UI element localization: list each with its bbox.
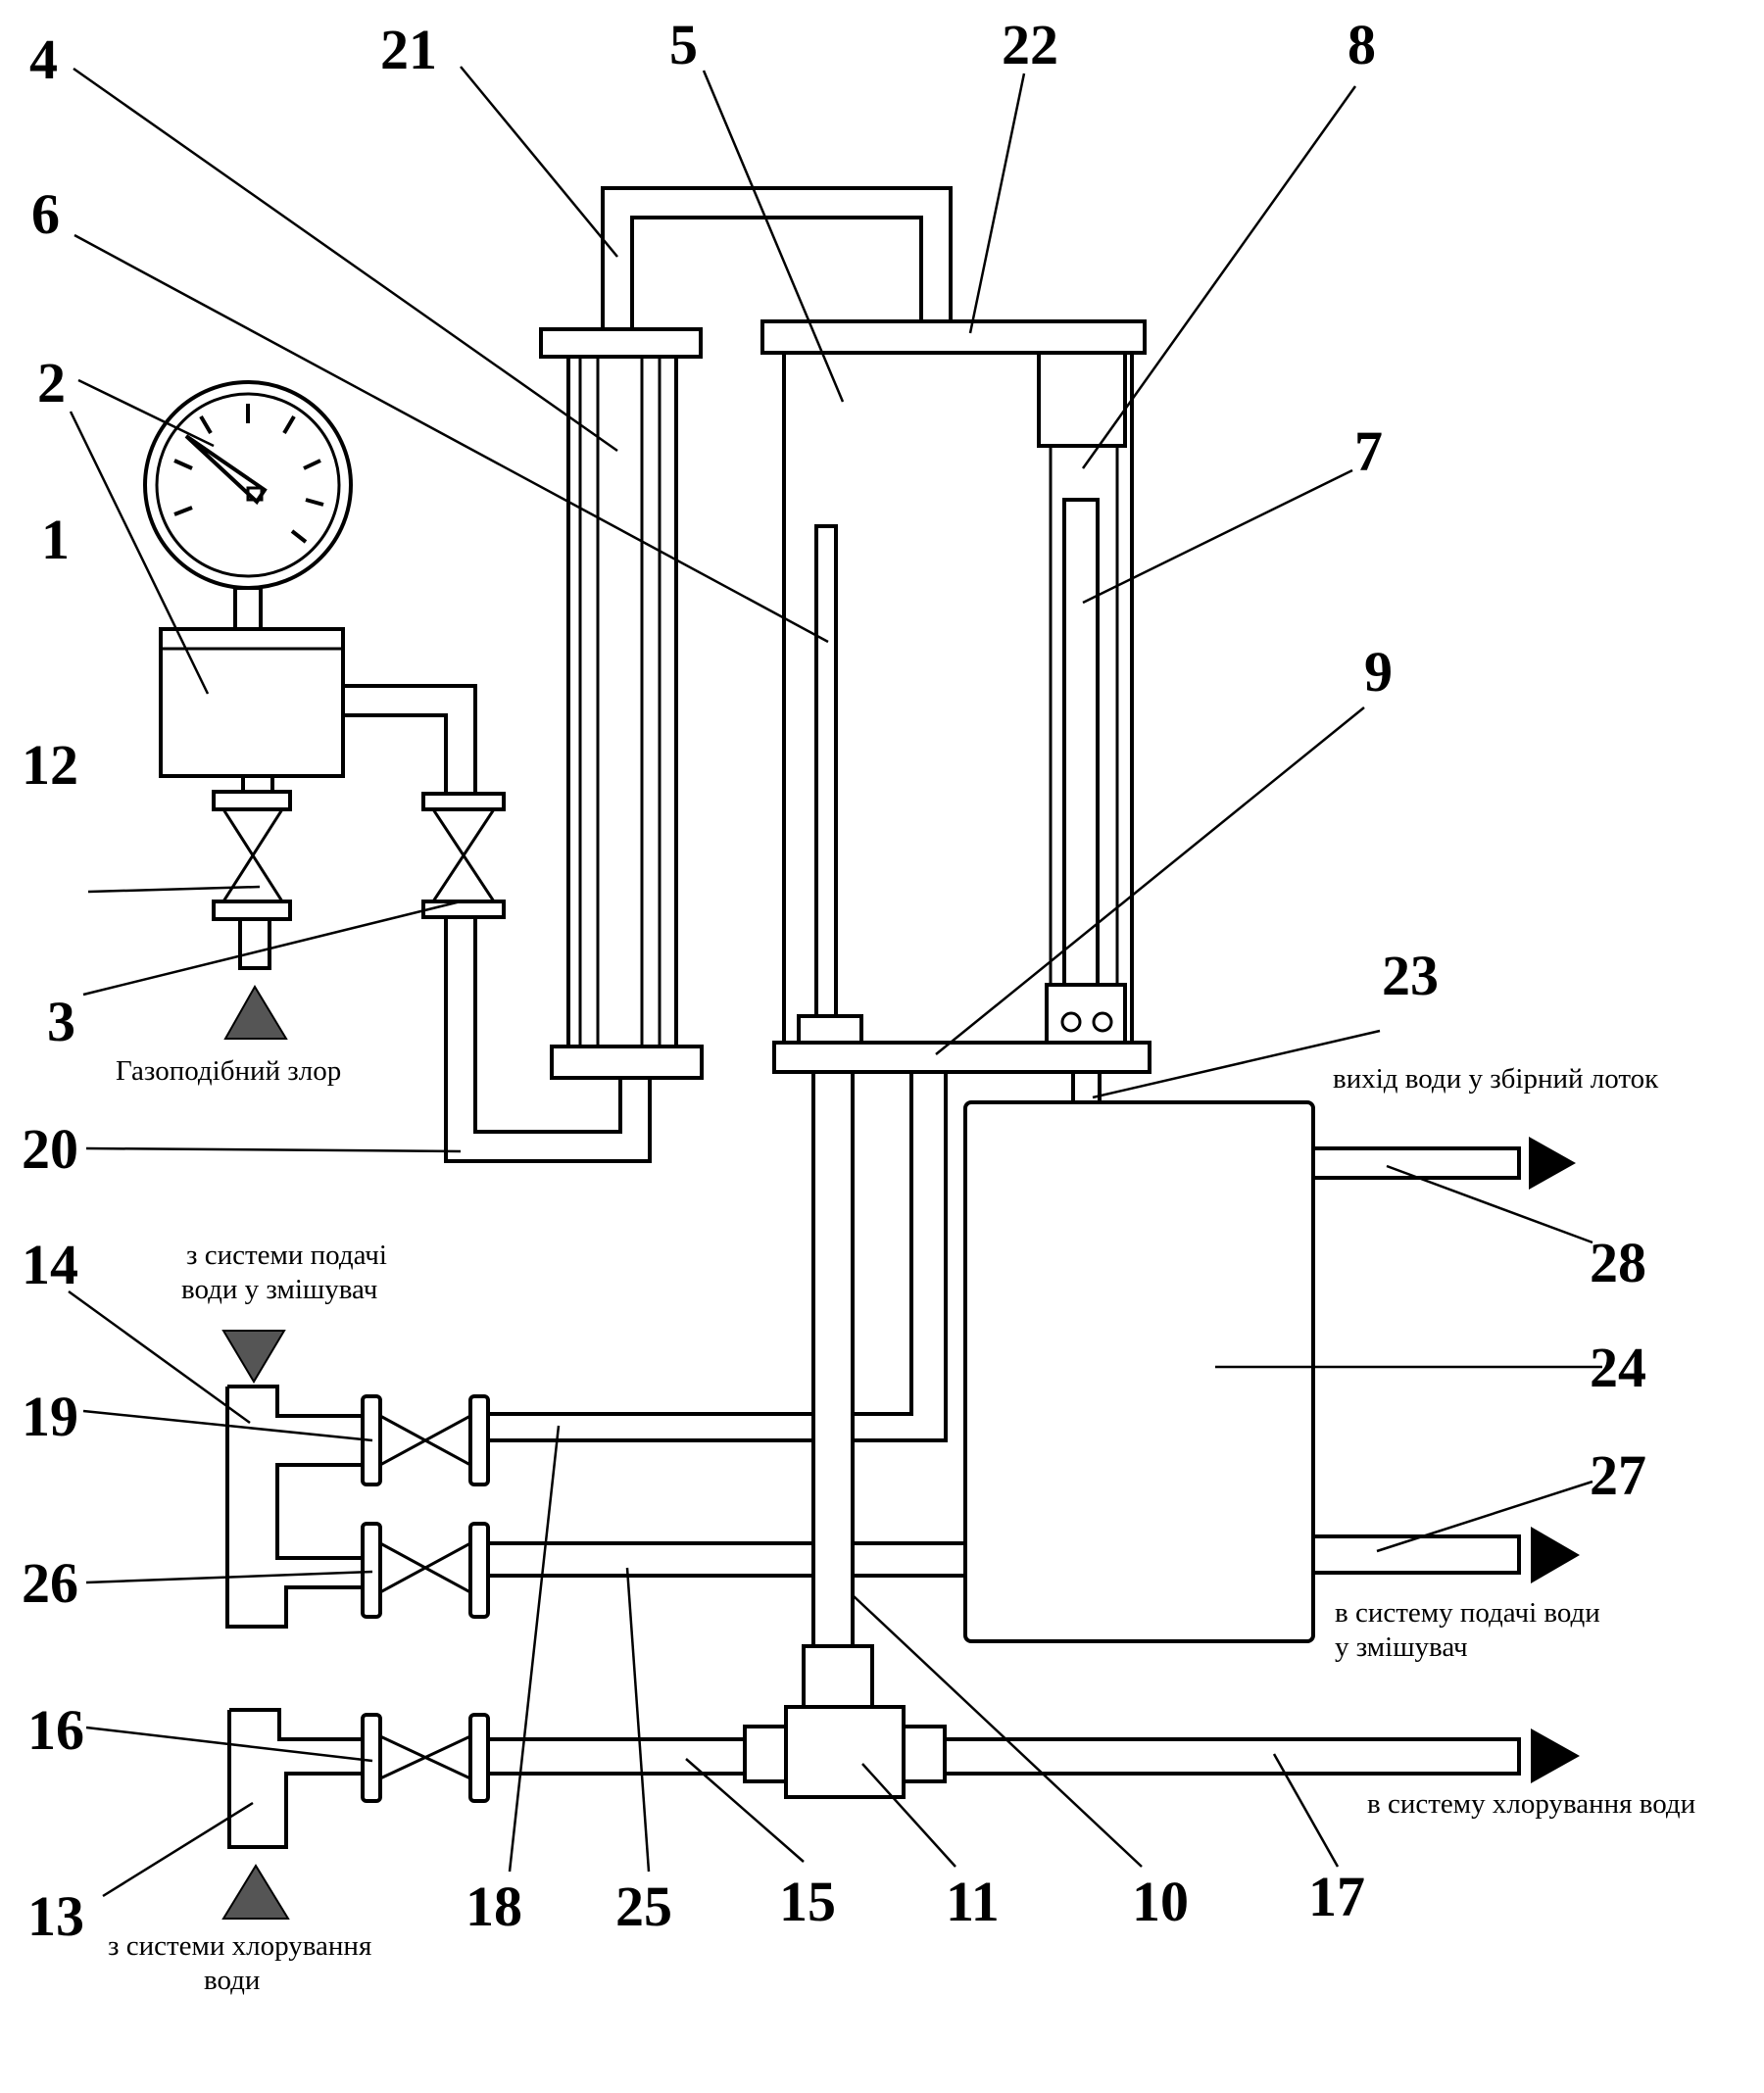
pipe-28 [1313,1146,1521,1180]
valve-26 [361,1522,490,1619]
caption-to-supply-line2: у змішувач [1335,1631,1468,1663]
tee-13 [227,1708,363,1849]
column-4 [539,327,704,1080]
leader-lines [68,66,1602,1898]
number-labels: 1 2 3 4 5 6 7 8 9 10 11 12 13 14 15 16 1… [22,13,1646,1948]
label-9: 9 [1364,640,1393,704]
valve-19 [361,1394,490,1486]
label-16: 16 [27,1698,84,1762]
label-22: 22 [1002,13,1058,76]
vessel-5 [760,319,1152,1074]
caption-to-chlorination: в систему хлорування води [1367,1788,1695,1820]
label-18: 18 [466,1874,522,1938]
label-10: 10 [1132,1870,1189,1933]
pipe-17 [945,1737,1521,1776]
caption-to-supply-line1: в систему подачі води [1335,1597,1600,1629]
label-2: 2 [37,351,66,414]
label-19: 19 [22,1385,78,1448]
label-25: 25 [615,1874,672,1938]
label-12: 12 [22,733,78,797]
captions: Газоподібний злор вихід води у збірний л… [108,1055,1695,1996]
label-11: 11 [946,1870,1000,1933]
tank-24 [963,1100,1315,1643]
label-24: 24 [1590,1336,1646,1399]
chlorination-inlet-triangle [221,1864,290,1920]
caption-from-supply-line2: води у змішувач [181,1274,377,1305]
pipe-21 [601,186,953,329]
label-14: 14 [22,1233,78,1296]
label-8: 8 [1348,13,1376,76]
label-6: 6 [31,182,60,246]
valve-16 [361,1713,490,1803]
chlorine-container [159,627,345,794]
pipe-18 [488,1412,813,1442]
valve-12 [212,790,292,970]
pipe-27 [1313,1534,1521,1575]
label-21: 21 [380,18,437,81]
caption-gas-chlorine: Газоподібний злор [116,1055,341,1087]
label-17: 17 [1308,1865,1365,1928]
supply-inlet-triangle [221,1330,286,1384]
arrow-28 [1529,1137,1576,1190]
label-4: 4 [29,27,58,91]
label-13: 13 [27,1884,84,1948]
caption-water-out: вихід води у збірний лоток [1333,1063,1659,1095]
label-28: 28 [1590,1231,1646,1294]
label-20: 20 [22,1117,78,1181]
ejector-11 [743,1644,947,1799]
arrow-27 [1531,1527,1580,1583]
label-7: 7 [1354,419,1383,483]
label-23: 23 [1382,944,1439,1007]
pipe-18-riser [853,1072,948,1442]
pipe-23 [1071,1072,1102,1102]
arrow-17 [1531,1728,1580,1783]
container-outlet-pipe [343,684,477,794]
caption-from-chlorination-line1: з системи хлорування [108,1930,371,1962]
label-15: 15 [779,1870,836,1933]
pipe-20 [444,917,652,1163]
caption-from-supply-line1: з системи подачі [186,1240,387,1271]
pipe-25 [488,1541,965,1578]
pressure-gauge [143,380,353,631]
label-26: 26 [22,1551,78,1615]
label-27: 27 [1590,1443,1646,1507]
pipe-10 [811,1072,855,1646]
tee-14 [225,1385,363,1629]
label-1: 1 [41,508,70,571]
label-3: 3 [47,990,75,1053]
pipe-15 [488,1737,745,1776]
gas-inlet-triangle [223,985,288,1040]
caption-from-chlorination-line2: води [204,1965,260,1996]
valve-3 [421,792,506,919]
label-5: 5 [669,13,698,76]
